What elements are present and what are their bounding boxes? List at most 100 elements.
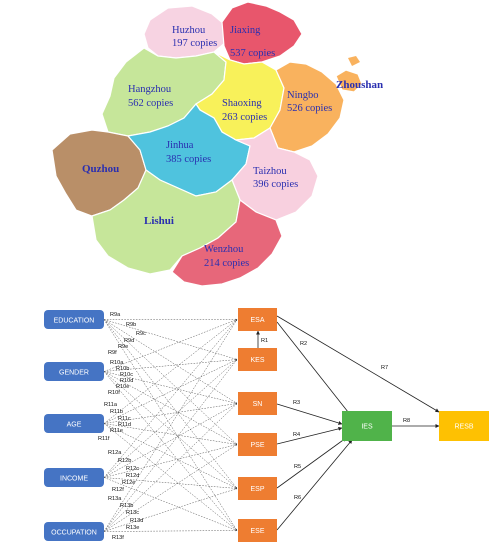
label-lishui: Lishui [144,215,174,227]
label-r9b: R9b [126,322,136,328]
label-jiaxing: Jiaxing [230,25,261,36]
svg-text:OCCUPATION: OCCUPATION [51,530,97,537]
node-resb: RESB [439,411,489,441]
count-hangzhou: 562 copies [128,98,173,109]
label-quzhou: Quzhou [82,163,119,175]
label-r3: R3 [293,400,300,406]
mediator-nodes: ESA KES SN PSE ESP ESE [238,308,277,542]
node-kes: KES [238,348,277,371]
link-income-kes [103,359,238,478]
label-r12e: R12e [122,480,135,486]
label-r12d: R12d [126,473,139,479]
label-r11a: R11a [104,402,118,408]
path-r4 [276,426,343,445]
svg-text:SN: SN [253,401,263,408]
node-pse: PSE [238,433,277,456]
label-r10f: R10f [108,390,120,396]
svg-text:ESA: ESA [250,317,264,324]
node-sn: SN [238,392,277,415]
label-r11d: R11d [118,422,131,428]
label-r10b: R10b [116,366,129,372]
svg-text:PSE: PSE [250,442,264,449]
link-occupation-ese [103,529,238,532]
label-r11f: R11f [98,436,110,442]
label-r5: R5 [294,464,301,470]
label-r10a: R10a [110,360,124,366]
path-r6 [276,439,353,531]
demographic-mediator-links [103,318,238,532]
label-r12f: R12f [112,487,124,493]
label-r2: R2 [300,341,307,347]
link-gender-sn [103,371,238,404]
zhejiang-map: Huzhou 197 copies Jiaxing 537 copies Han… [51,1,383,287]
link-income-esa [103,319,238,478]
link-education-esp [103,319,238,489]
count-shaoxing: 263 copies [222,112,267,123]
structural-paths [256,315,440,531]
label-r13f: R13f [112,535,124,541]
region-zhoushan [335,69,363,93]
island-zhoushan-small [348,56,360,66]
link-occupation-esp [103,488,238,532]
label-ningbo: Ningbo [287,90,319,101]
count-jiaxing: 537 copies [230,48,275,59]
link-occupation-sn [103,403,238,532]
svg-text:KES: KES [250,357,264,364]
region-ningbo [269,61,345,153]
label-r11e: R11e [110,428,123,434]
path-r2 [276,321,353,418]
demographic-nodes: EDUCATION GENDER AGE INCOME OCCUPATION [44,310,104,541]
label-wenzhou: Wenzhou [204,244,244,255]
link-age-kes [103,359,238,424]
region-wenzhou [171,198,283,287]
svg-text:GENDER: GENDER [59,370,89,377]
link-age-esp [103,423,238,489]
link-gender-esp [103,371,238,489]
node-income: INCOME [44,468,104,487]
link-education-pse [103,319,238,445]
svg-text:AGE: AGE [67,422,82,429]
label-r11c: R11c [118,416,131,422]
link-occupation-kes [103,359,238,532]
svg-text:ESP: ESP [250,486,264,493]
count-jinhua: 385 copies [166,154,211,165]
svg-text:ESE: ESE [250,528,264,535]
label-r12a: R12a [108,450,122,456]
label-r9a: R9a [110,312,121,318]
link-age-ese [103,423,238,531]
link-gender-kes [103,358,238,372]
count-huzhou: 197 copies [172,38,217,49]
label-r1: R1 [261,338,268,344]
label-r10e: R10e [116,384,129,390]
label-r9d: R9d [124,338,134,344]
link-age-esa [103,319,238,424]
link-age-pse [103,423,238,446]
node-education: EDUCATION [44,310,104,329]
label-r13d: R13d [130,518,143,524]
label-r10c: R10c [120,372,133,378]
path-r5 [276,437,347,489]
link-income-sn [103,403,238,478]
link-education-ese [103,319,238,531]
label-r12c: R12c [126,466,139,472]
node-ese: ESE [238,519,277,542]
label-zhoushan: Zhoushan [336,79,383,91]
region-taizhou [231,127,319,221]
svg-text:IES: IES [361,424,373,431]
svg-text:EDUCATION: EDUCATION [54,318,95,325]
path-diagram: EDUCATION GENDER AGE INCOME OCCUPATION [44,308,489,542]
node-esp: ESP [238,477,277,500]
label-r10d: R10d [120,378,133,384]
link-age-sn [103,402,238,424]
link-income-pse [103,444,238,478]
count-wenzhou: 214 copies [204,258,249,269]
link-gender-esa [103,319,238,372]
node-esa: ESA [238,308,277,331]
path-r7 [276,315,440,413]
label-r13a: R13a [108,496,122,502]
node-occupation: OCCUPATION [44,522,104,541]
link-education-sn [103,319,238,404]
count-taizhou: 396 copies [253,179,298,190]
label-taizhou: Taizhou [253,166,287,177]
